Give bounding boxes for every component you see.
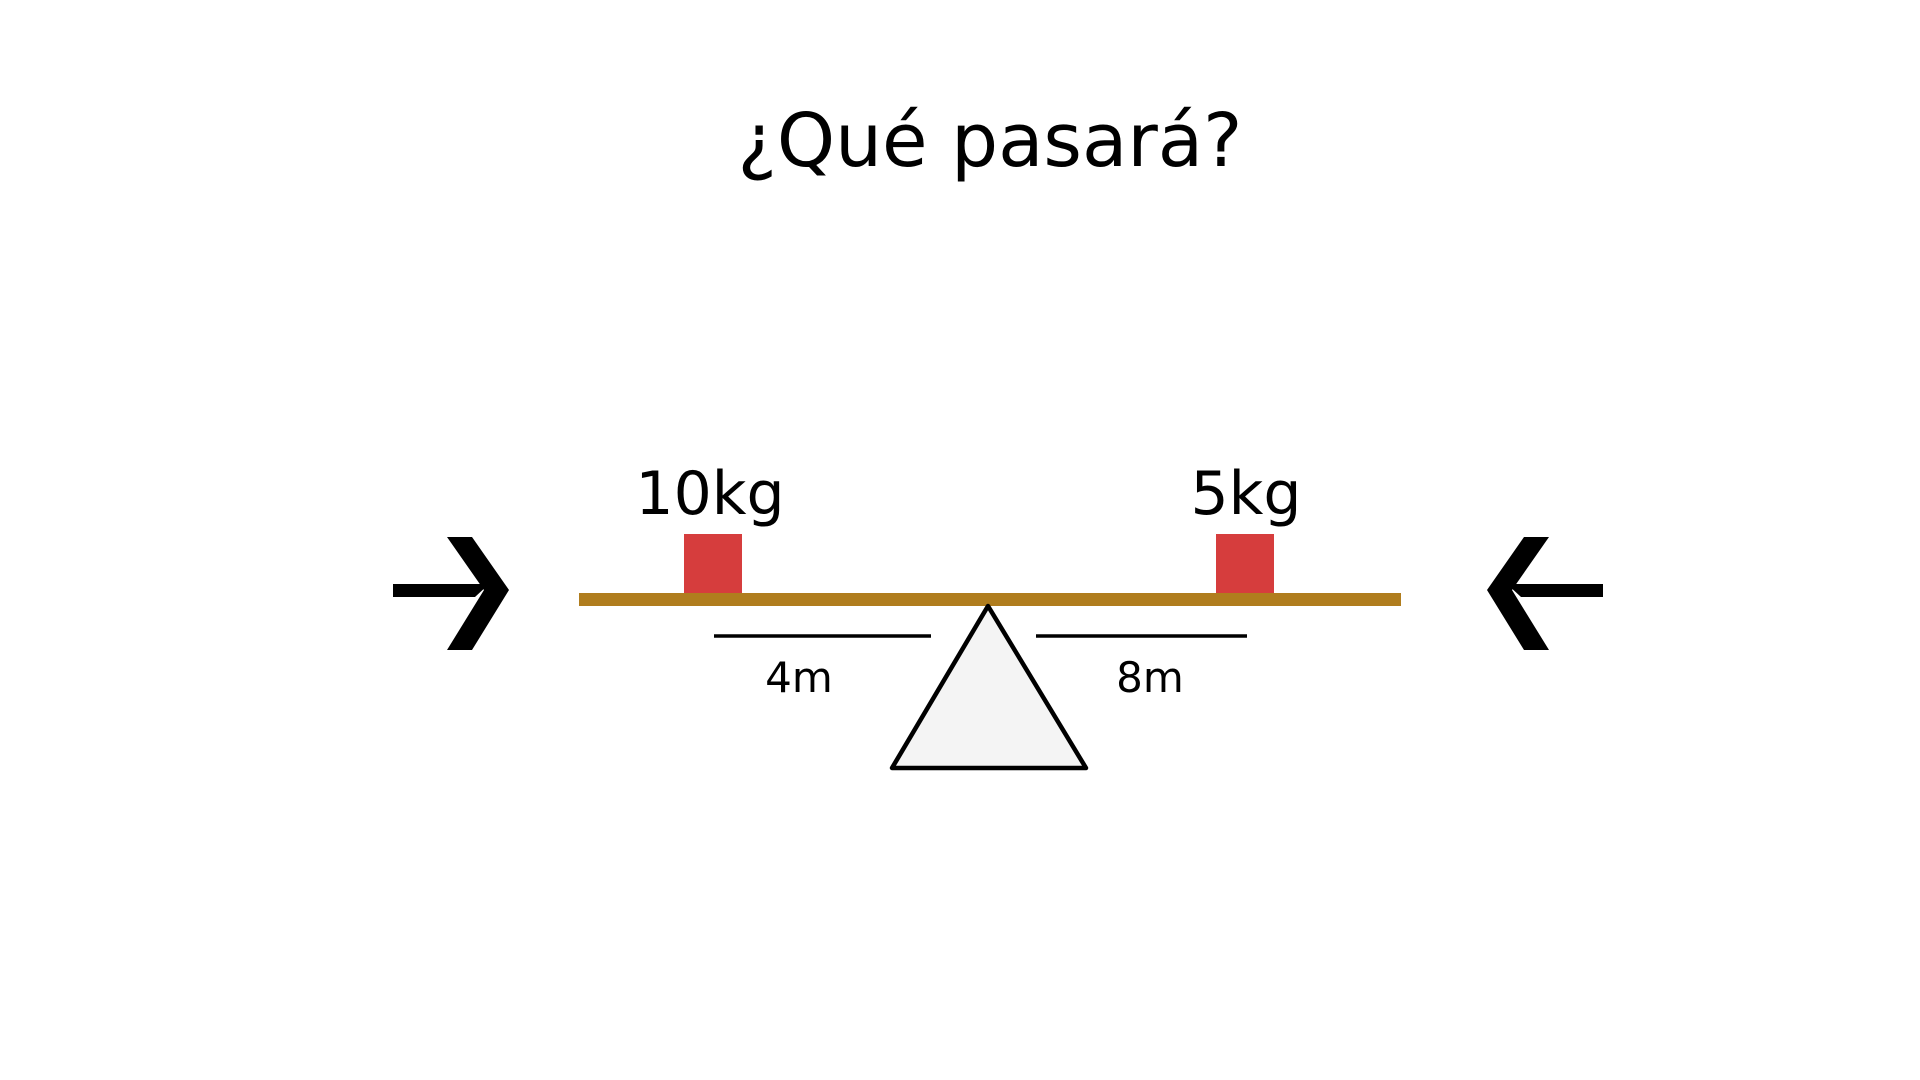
arrow-right-icon [393, 537, 509, 650]
right-mass-label: 5kg [1190, 459, 1301, 529]
left-mass-label: 10kg [635, 459, 784, 529]
arrow-left-icon [1487, 537, 1603, 650]
right-distance-label: 8m [1116, 653, 1184, 702]
right-mass-block [1216, 534, 1274, 594]
page-title: ¿Qué pasará? [738, 98, 1243, 184]
seesaw-beam [579, 593, 1401, 606]
left-mass-block [684, 534, 742, 594]
fulcrum-triangle [889, 603, 1089, 771]
left-distance-label: 4m [765, 653, 833, 702]
